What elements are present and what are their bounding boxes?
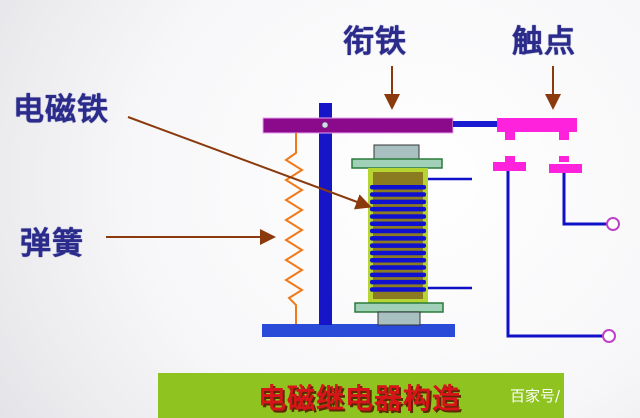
coil-flange-bottom	[354, 302, 444, 313]
coil-flange-top	[351, 158, 443, 169]
coil-winding	[370, 199, 426, 205]
label-armature: 衔铁	[343, 24, 407, 60]
electromagnet-pointer	[127, 116, 372, 210]
coil-winding	[370, 258, 426, 263]
core-bottom	[377, 311, 421, 326]
coil-windings	[370, 185, 426, 292]
spring	[284, 133, 304, 324]
moving-contact-bar	[497, 118, 577, 132]
fixed-contact-right-tip	[559, 156, 569, 162]
coil-winding	[370, 236, 426, 241]
coil-winding	[370, 265, 426, 270]
wire-nc	[562, 173, 607, 226]
coil-winding	[370, 185, 426, 190]
support-post	[319, 103, 332, 325]
coil-winding	[370, 243, 426, 248]
fixed-contact-left-tip	[505, 156, 515, 162]
coil-winding	[370, 287, 426, 292]
coil-winding	[370, 279, 426, 285]
label-contact: 触点	[512, 24, 576, 60]
title-banner: 电磁继电器构造 百家号/	[158, 373, 564, 418]
coil-winding	[370, 250, 426, 256]
coil-winding	[370, 214, 426, 219]
fixed-contact-left	[493, 162, 526, 171]
coil-winding	[370, 221, 426, 226]
armature-bar	[262, 117, 454, 134]
terminal-nc	[606, 217, 620, 231]
wire-no	[506, 171, 603, 338]
label-spring: 弹簧	[20, 226, 84, 262]
fixed-contact-right	[549, 164, 582, 173]
coil-winding	[370, 228, 426, 234]
coil-winding	[370, 206, 426, 212]
banner-title: 电磁继电器构造	[258, 382, 462, 415]
core-top	[373, 144, 420, 161]
watermark: 百家号/	[510, 387, 561, 405]
armature-link	[453, 121, 498, 127]
moving-contact-right	[559, 132, 569, 140]
pivot	[321, 121, 329, 129]
moving-contact-left	[505, 132, 515, 140]
coil-winding	[370, 192, 426, 197]
coil-winding	[370, 272, 426, 278]
terminal-no	[602, 329, 616, 343]
base-plate	[262, 324, 455, 337]
label-electromagnet: 电磁铁	[13, 92, 109, 128]
